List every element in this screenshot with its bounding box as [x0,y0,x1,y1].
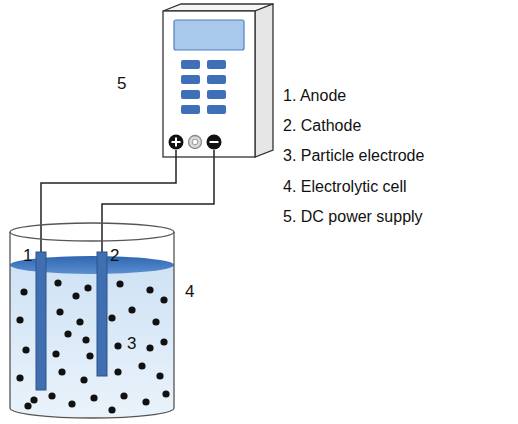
particle [72,292,79,299]
particle [16,374,23,381]
particle [48,392,55,399]
particle [82,336,89,343]
beaker-rim [10,223,174,241]
particle [138,362,145,369]
particle [108,314,115,321]
particle [56,308,63,315]
minus-sign [210,141,219,143]
anode-wire [41,150,176,252]
particle [114,368,121,375]
electrolytic-cell [10,223,174,418]
particle [146,286,153,293]
supply-front [163,11,255,157]
negative-terminal [207,135,222,150]
list-item: 2. Cathode [283,116,361,135]
ground-terminal [189,136,202,149]
plus-sign [172,138,181,147]
supply-side [255,4,273,157]
button [181,90,200,99]
callout-number: 5 [117,74,126,94]
button [207,105,226,114]
particle [58,368,65,375]
particle [54,279,61,286]
positive-terminal [169,135,184,150]
particle-electrodes [16,279,169,413]
electrolyte-surface [10,256,174,274]
particle [20,288,27,295]
button [207,75,226,84]
particle [16,316,23,323]
particle [146,344,153,351]
particle [64,330,71,337]
particle [84,284,91,291]
power-supply [163,4,273,157]
anode-plate [36,252,46,390]
list-item: 1. Anode [283,86,346,105]
list-item: 4. Electrolytic cell [283,177,407,196]
particle [160,338,167,345]
ground-terminal-hole [192,139,198,145]
button [181,60,200,69]
particle [24,402,31,409]
callout-number: 4 [185,282,194,302]
particle [128,306,135,313]
display-screen [174,20,244,50]
particle [142,398,149,405]
particle [160,296,167,303]
button [181,105,200,114]
list-item: 5. DC power supply [283,207,423,226]
callout-number: 3 [127,334,136,354]
button [207,60,226,69]
particle [80,376,87,383]
callout-number: 1 [23,246,32,266]
particle [86,352,93,359]
callout-number: 2 [110,246,119,266]
beaker-wall [10,232,174,418]
particle [120,392,127,399]
particle [22,346,29,353]
particle [52,350,59,357]
particle [162,390,169,397]
particle [30,396,37,403]
particle [90,394,97,401]
particle [156,372,163,379]
button [181,75,200,84]
button [207,90,226,99]
cathode-plate [97,252,107,376]
particle [76,318,83,325]
cathode-wire [102,150,214,252]
particle [114,342,121,349]
list-item: 3. Particle electrode [283,146,424,165]
electrolyte [10,265,174,418]
particle [116,280,123,287]
particle [152,318,159,325]
particle [68,400,75,407]
particle [108,406,115,413]
buttons [181,60,226,114]
